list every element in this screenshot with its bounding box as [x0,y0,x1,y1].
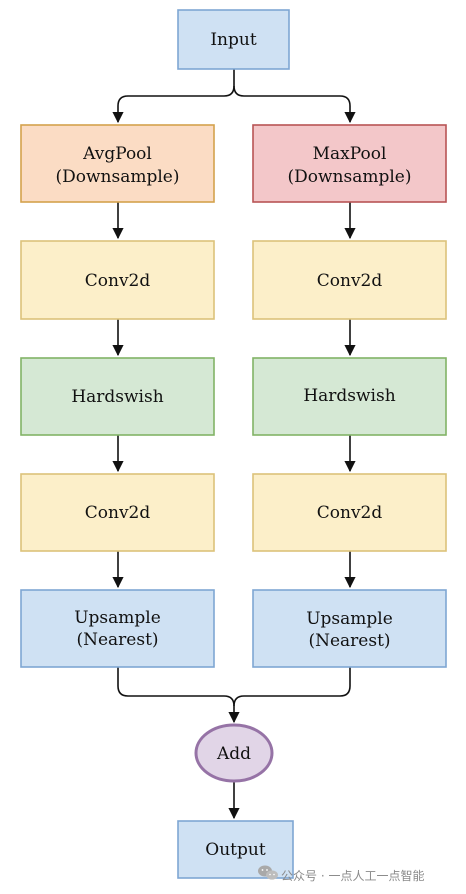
node-add: Add [194,723,274,783]
edge-input-to-avgpool [112,69,235,124]
node-avgpool: AvgPool (Downsample) [20,124,215,203]
node-conv2d-left-2-label: Conv2d [85,503,151,523]
node-upsample-right-sublabel: (Nearest) [308,631,390,651]
edge-upsample-l-to-add [117,667,240,724]
watermark: 公众号 · 一点人工一点智能 [258,865,424,883]
node-conv2d-left-2: Conv2d [20,473,215,552]
node-input: Input [177,9,290,70]
node-upsample-right: Upsample (Nearest) [252,589,447,668]
watermark-text: 公众号 · 一点人工一点智能 [281,868,424,883]
node-input-label: Input [210,30,256,50]
wechat-icon [258,865,278,880]
edge-input-to-maxpool [233,85,356,124]
edge-upsample-r-to-add [233,667,351,707]
node-hardswish-right-label: Hardswish [303,386,395,406]
node-upsample-left: Upsample (Nearest) [20,589,215,668]
node-hardswish-right: Hardswish [252,357,447,436]
node-conv2d-right-1-label: Conv2d [317,271,383,291]
node-output-label: Output [205,840,266,860]
node-add-label: Add [216,744,251,764]
node-conv2d-right-2: Conv2d [252,473,447,552]
node-hardswish-left-label: Hardswish [71,387,163,407]
node-maxpool-sublabel: (Downsample) [288,167,412,187]
node-maxpool-label: MaxPool [313,144,387,164]
connectors [112,69,356,820]
node-conv2d-left-1: Conv2d [20,240,215,320]
node-upsample-left-sublabel: (Nearest) [76,630,158,650]
node-upsample-left-label: Upsample [74,608,161,628]
node-maxpool: MaxPool (Downsample) [252,124,447,203]
node-conv2d-right-2-label: Conv2d [317,503,383,523]
node-output: Output [177,820,294,879]
node-avgpool-sublabel: (Downsample) [56,167,180,187]
node-hardswish-left: Hardswish [20,357,215,436]
node-conv2d-right-1: Conv2d [252,240,447,320]
node-conv2d-left-1-label: Conv2d [85,271,151,291]
node-upsample-right-label: Upsample [306,609,393,629]
node-avgpool-label: AvgPool [82,144,152,164]
